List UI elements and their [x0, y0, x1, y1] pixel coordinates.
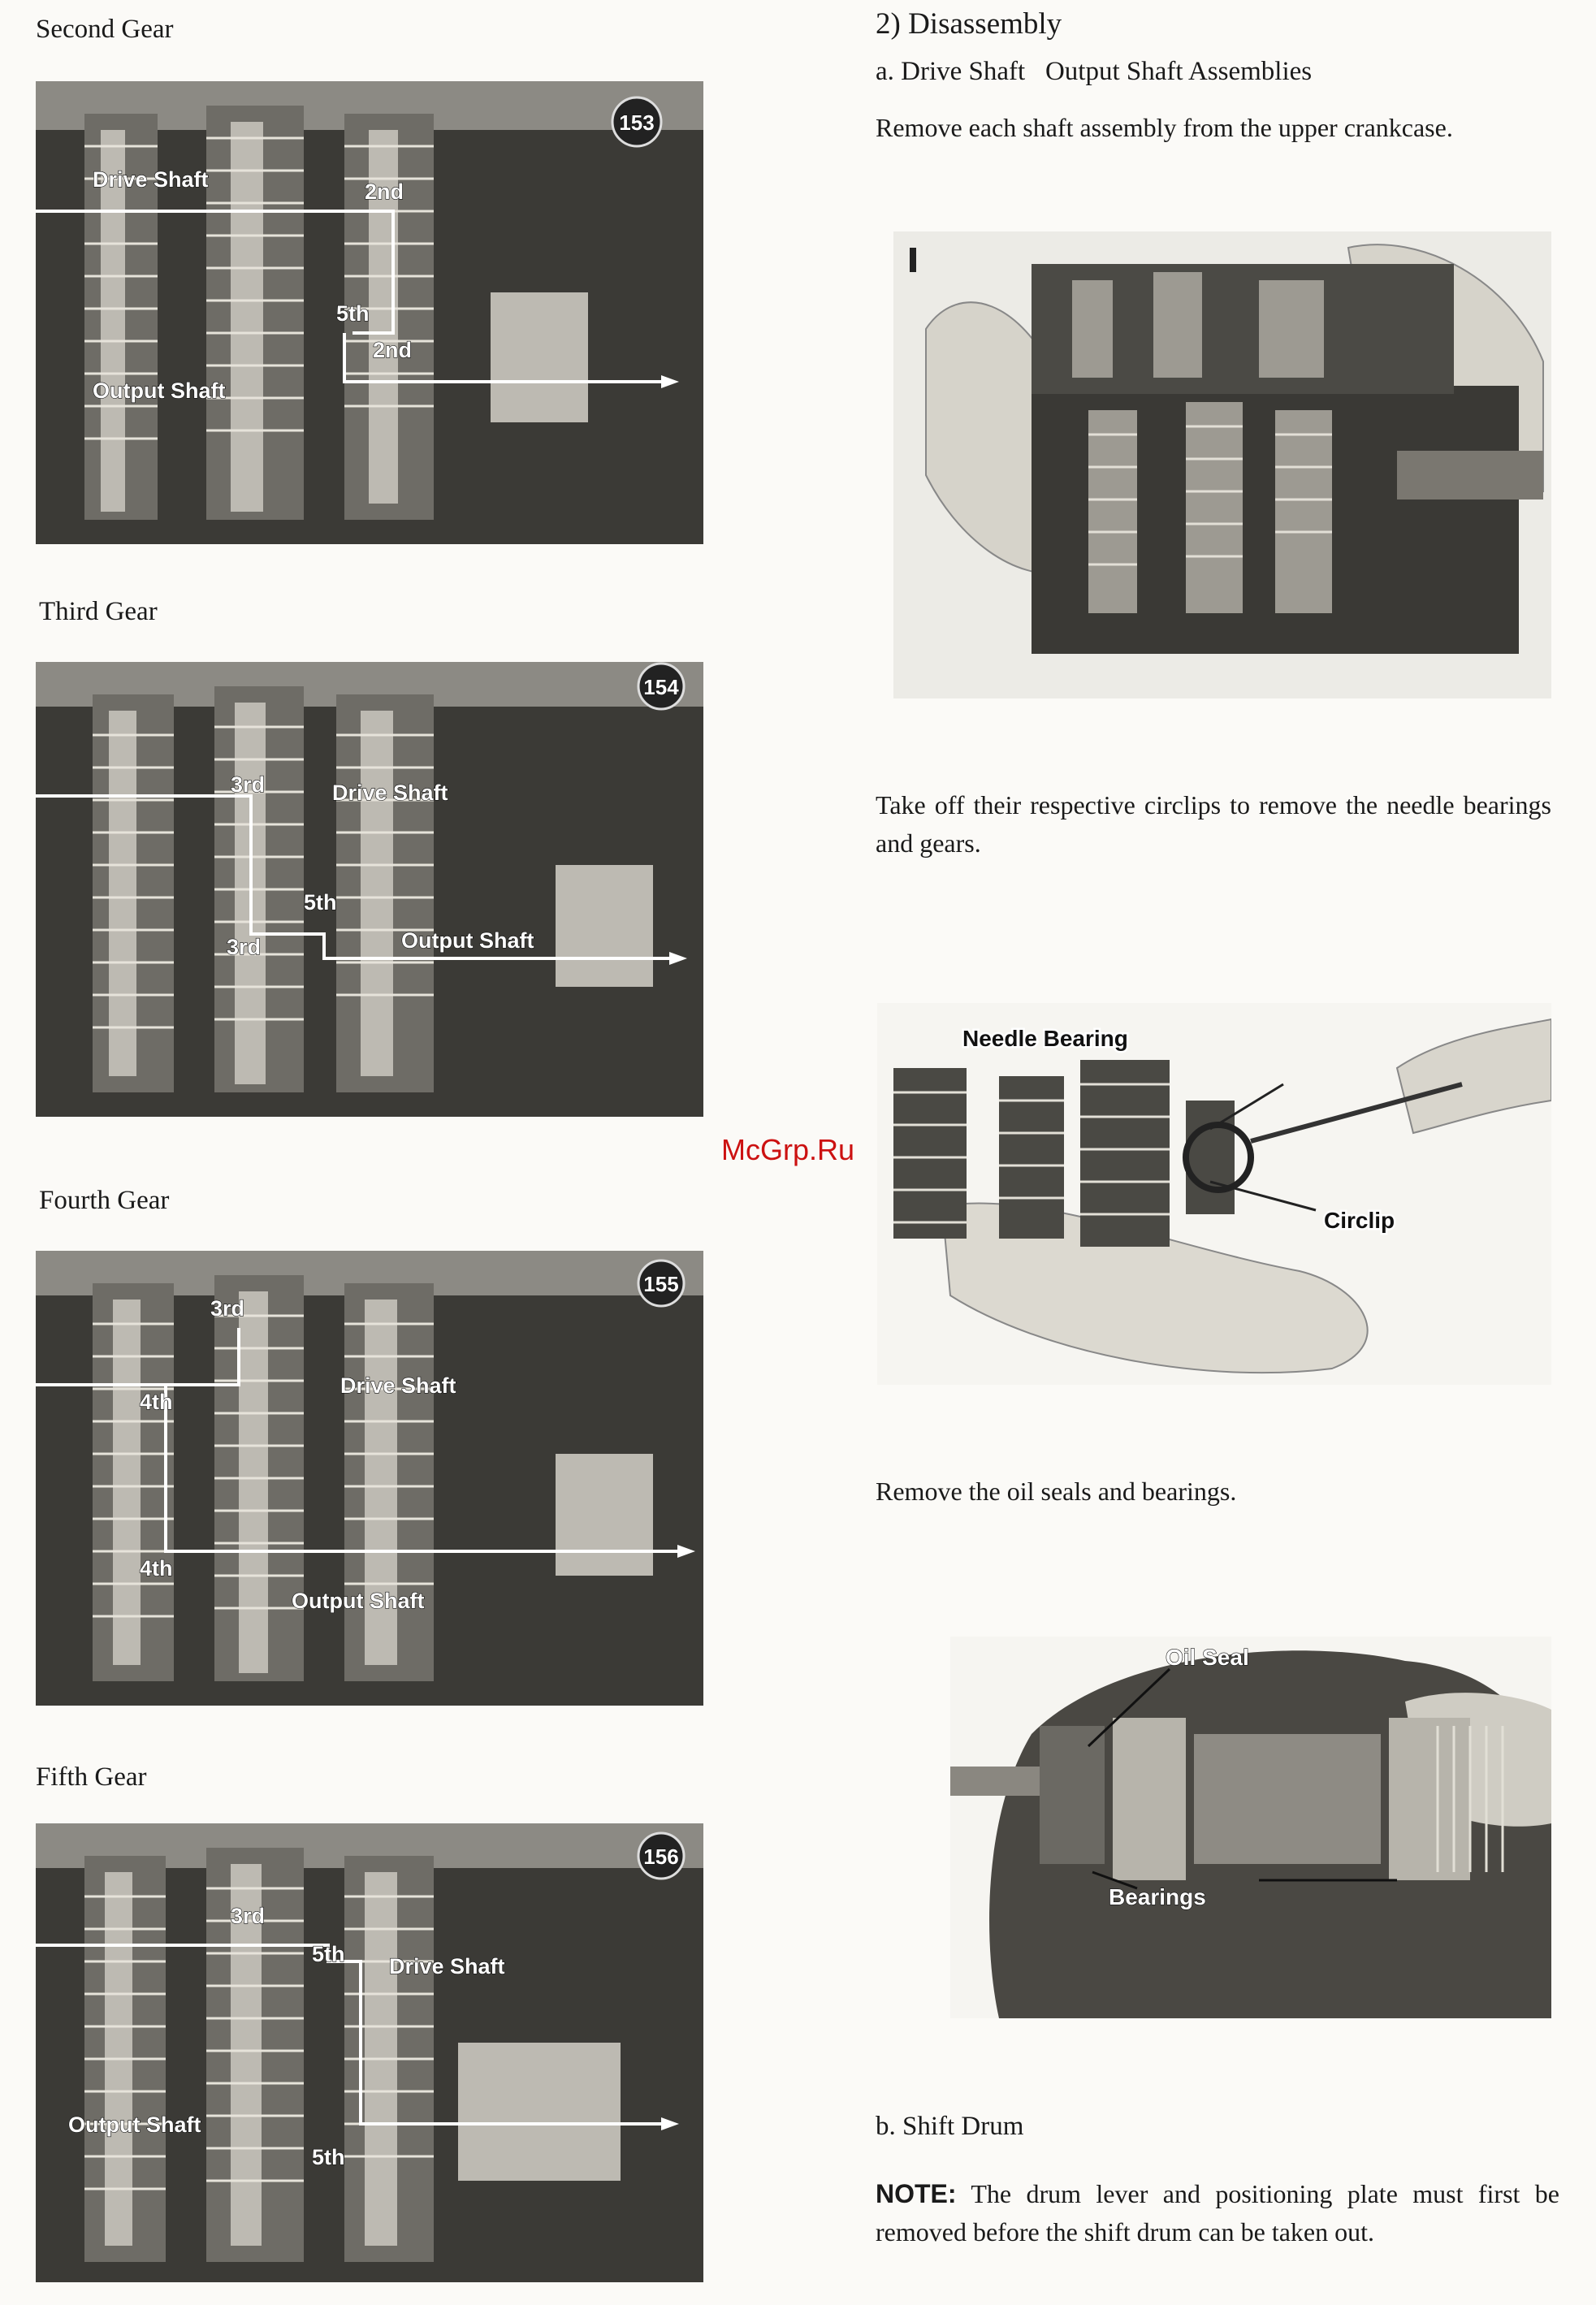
subheading-b: b. Shift Drum: [876, 2112, 1024, 2141]
figure-number: 153: [619, 110, 654, 135]
gearbox-illustration: 156 3rd 5th Drive Shaft Output Shaft 5th: [36, 1823, 703, 2282]
gear-5th-label: 5th: [312, 1942, 345, 1966]
gear-3rd-label: 3rd: [231, 772, 265, 797]
drive-shaft-label: Drive Shaft: [93, 167, 209, 192]
drive-shaft-label: Drive Shaft: [340, 1373, 456, 1398]
output-shaft-label: Output Shaft: [68, 2113, 201, 2137]
figure-number: 154: [643, 675, 679, 699]
gear-4th-output-label: 4th: [140, 1556, 173, 1581]
gear-2nd-label: 2nd: [365, 179, 404, 204]
caption-second-gear: Second Gear: [36, 15, 174, 44]
gearbox-illustration: 155 3rd 4th Drive Shaft 4th Output Shaft: [36, 1251, 703, 1706]
oil-seal-label: Oil Seal: [1166, 1645, 1249, 1670]
output-shaft-label: Output Shaft: [401, 928, 534, 953]
oil-seal-illustration: Oil Seal Bearings: [950, 1637, 1551, 2018]
section-heading: 2) Disassembly: [876, 7, 1062, 41]
fifth-gear-photo: 156 3rd 5th Drive Shaft Output Shaft 5th: [36, 1823, 703, 2282]
drive-shaft-label: Drive Shaft: [389, 1954, 505, 1978]
gear-3rd-output-label: 3rd: [227, 935, 261, 959]
watermark: McGrp.Ru: [721, 1133, 855, 1166]
fourth-gear-photo: 155 3rd 4th Drive Shaft 4th Output Shaft: [36, 1251, 703, 1706]
third-gear-photo: 154 3rd Drive Shaft 5th Output Shaft 3rd: [36, 662, 703, 1117]
gearbox-illustration: 153 Drive Shaft 2nd 5th 2nd Output Shaft: [36, 81, 703, 544]
needle-bearing-label: Needle Bearing: [962, 1026, 1128, 1051]
drive-shaft-label: Drive Shaft: [332, 781, 448, 805]
shaft-removal-photo: [893, 231, 1551, 698]
oil-seal-photo: Oil Seal Bearings: [950, 1637, 1551, 2018]
circlip-illustration: Needle Bearing Circlip: [877, 1003, 1551, 1385]
gear-5th-output-label: 5th: [312, 2145, 345, 2169]
output-shaft-label: Output Shaft: [93, 378, 225, 403]
shaft-removal-illustration: [893, 231, 1551, 698]
gear-5th-label: 5th: [304, 890, 337, 915]
figure-number: 155: [643, 1272, 678, 1296]
caption-third-gear: Third Gear: [39, 597, 158, 626]
paragraph-remove-seals: Remove the oil seals and bearings.: [876, 1477, 1237, 1506]
paragraph-remove-circlips: Take off their respective circlips to re…: [876, 790, 1551, 858]
gear-2nd-output-label: 2nd: [373, 338, 412, 362]
caption-fifth-gear: Fifth Gear: [36, 1762, 147, 1792]
gear-3rd-label: 3rd: [231, 1904, 265, 1928]
paragraph-remove-shafts: Remove each shaft assembly from the uppe…: [876, 113, 1453, 142]
gear-4th-label: 4th: [140, 1390, 173, 1414]
gear-3rd-label: 3rd: [210, 1296, 244, 1321]
subheading-a: a. Drive Shaft Output Shaft Assemblies: [876, 57, 1313, 86]
gear-5th-label: 5th: [336, 301, 370, 326]
figure-number: 156: [643, 1844, 678, 1869]
second-gear-photo: 153 Drive Shaft 2nd 5th 2nd Output Shaft: [36, 81, 703, 544]
output-shaft-label: Output Shaft: [292, 1589, 424, 1613]
gearbox-illustration: 154 3rd Drive Shaft 5th Output Shaft 3rd: [36, 662, 703, 1117]
circlip-label: Circlip: [1324, 1208, 1395, 1233]
caption-fourth-gear: Fourth Gear: [39, 1186, 170, 1215]
circlip-photo: Needle Bearing Circlip: [877, 1003, 1551, 1385]
note-label: NOTE:: [876, 2179, 957, 2208]
note-block: NOTE: The drum lever and positioning pla…: [876, 2175, 1559, 2251]
note-text: The drum lever and positioning plate mus…: [876, 2179, 1560, 2247]
bearings-label: Bearings: [1109, 1884, 1206, 1909]
